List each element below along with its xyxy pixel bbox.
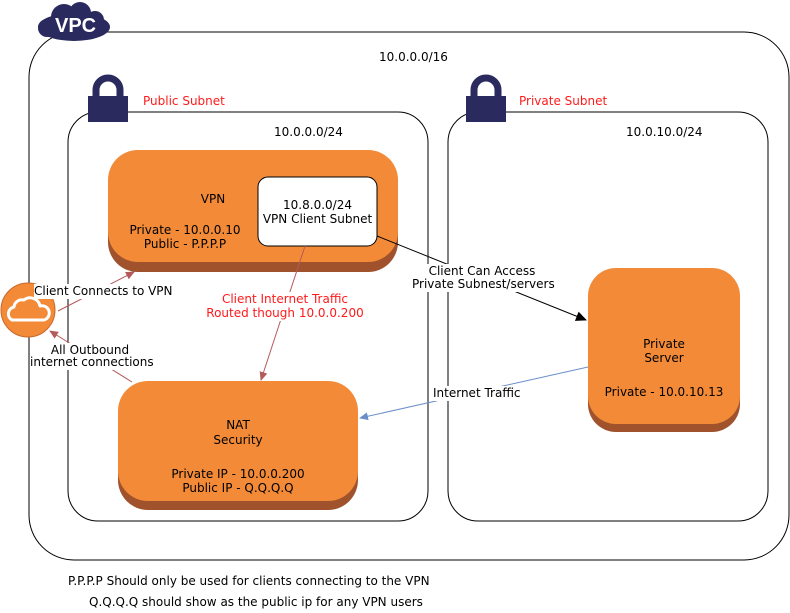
public-subnet-lock-icon [88,74,128,122]
edge-label-internet-traffic: Internet Traffic [433,386,521,401]
private-server-shape [588,268,740,432]
vpn-client-subnet-label: VPN Client Subnet [262,212,373,226]
vpc-cloud-icon [38,2,110,41]
vpn-client-subnet-box [257,176,378,247]
nat-node-shape [118,381,358,510]
public-subnet-container [67,111,429,522]
edge-label-client-access-line1: Client Can Access [412,264,552,279]
private-server-title-line1: Private [643,337,685,351]
nat-node-subtitle: Security [213,433,263,447]
vpc-cidr: 10.0.0.0/16 [379,50,448,64]
edge-label-outbound-line1: All Outbound [30,343,150,358]
note-qqqq: Q.Q.Q.Q should show as the public ip for… [89,595,423,609]
vpn-node-title: VPN [200,192,226,206]
edge-label-client-connects: Client Connects to VPN [34,284,173,299]
private-server-title-line2: Server [644,351,684,365]
nat-node-title: NAT [226,418,250,432]
nat-node-private-ip: Private IP - 10.0.0.200 [171,467,305,481]
note-pppp: P.P.P.P Should only be used for clients … [68,574,430,588]
public-subnet-cidr: 10.0.0.0/24 [274,125,343,139]
vpn-node-private-ip: Private - 10.0.0.10 [129,223,241,237]
edge-label-outbound-line2: internet connections [30,355,154,370]
private-subnet-label: Private Subnet [519,94,608,108]
private-subnet-container [447,111,769,522]
vpc-badge-label: VPC [55,15,97,37]
private-subnet-cidr: 10.0.10.0/24 [626,125,703,139]
vpn-node-public-ip: Public - P.P.P.P [143,237,227,251]
nat-node-public-ip: Public IP - Q.Q.Q.Q [182,481,294,495]
vpn-client-subnet-cidr: 10.8.0.0/24 [283,198,352,212]
private-subnet-lock-icon [466,74,506,122]
edge-label-client-access-line2: Private Subnest/servers [412,277,555,292]
edge-label-client-traffic-line2: Routed though 10.0.0.200 [200,306,370,321]
public-subnet-label: Public Subnet [143,94,225,108]
private-server-private-ip: Private - 10.0.10.13 [604,385,724,399]
edge-label-client-traffic-line1: Client Internet Traffic [205,292,365,307]
